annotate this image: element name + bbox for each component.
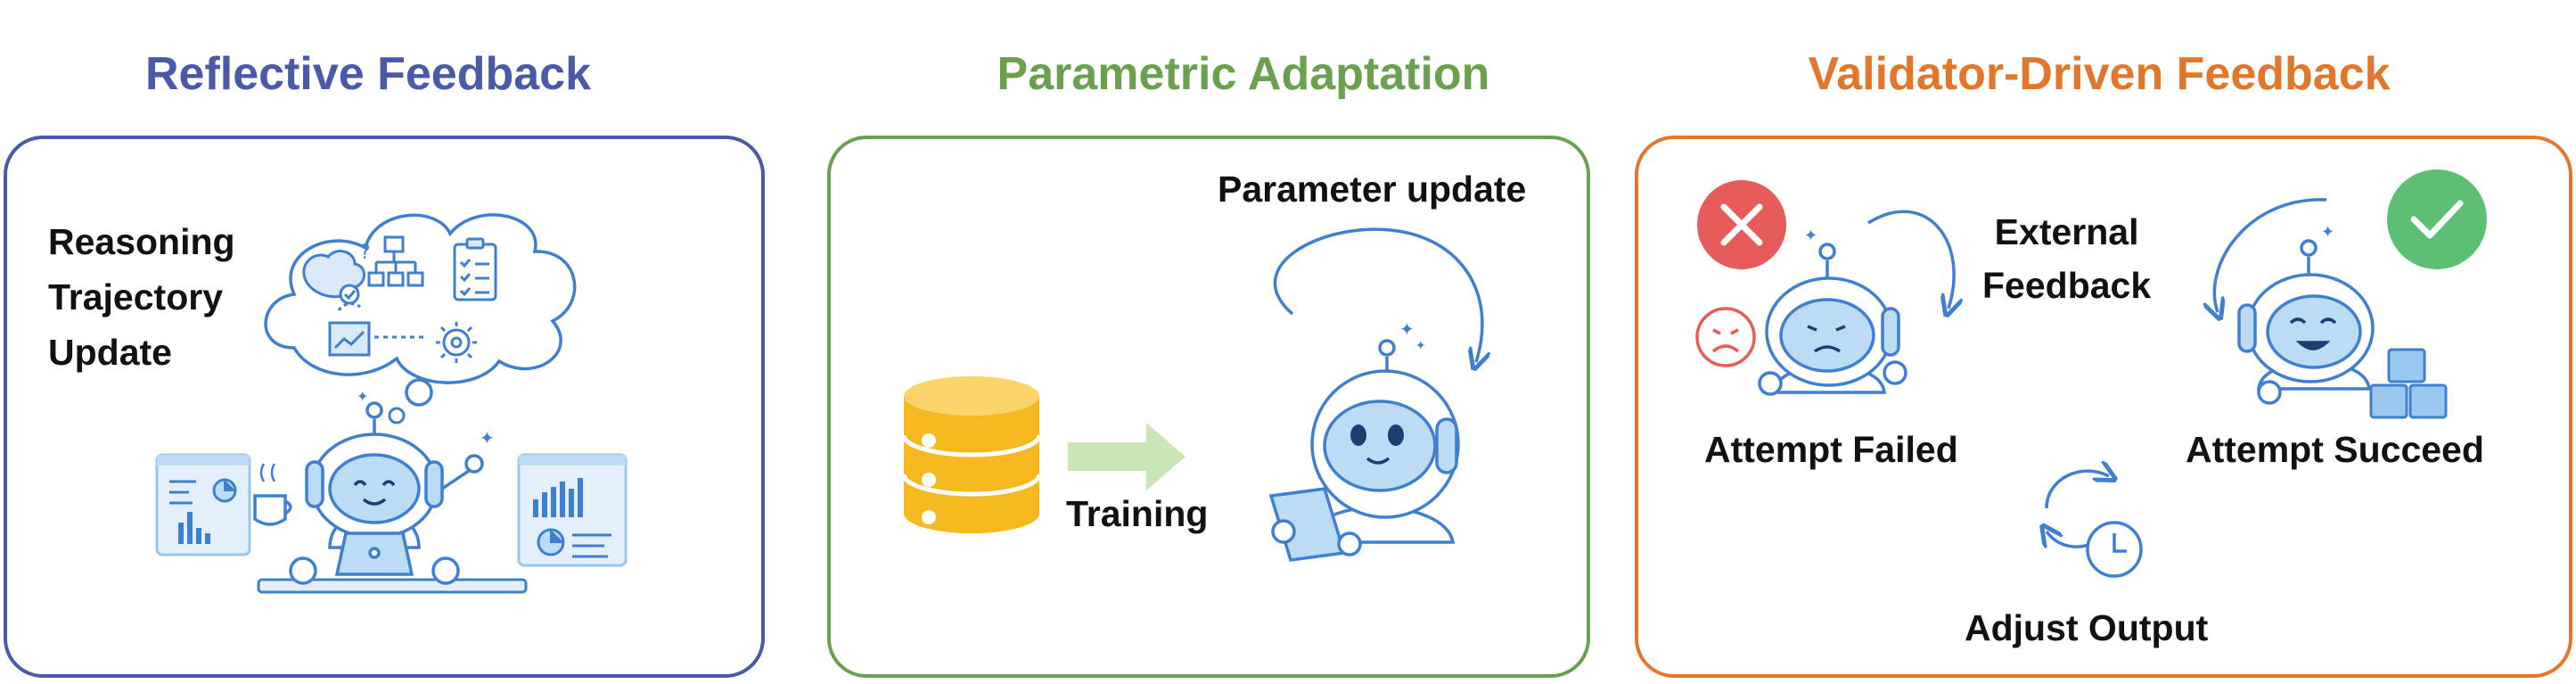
svg-text:✦: ✦ [480, 429, 495, 449]
label-line: Reasoning [48, 221, 235, 262]
robot-icon: ✦ ✦ [1307, 320, 1460, 544]
refresh-clock-icon [2047, 471, 2143, 578]
hierarchy-icon [367, 235, 424, 287]
thought-cloud-icon [264, 213, 577, 424]
svg-text:✦: ✦ [357, 390, 368, 405]
desk [257, 578, 528, 594]
checklist-icon [453, 237, 497, 301]
attempt-failed-label: Attempt Failed [1704, 429, 1958, 470]
sad-face-icon [1695, 307, 1756, 367]
cross-icon [1697, 180, 1786, 269]
cubes-icon [2369, 348, 2448, 419]
adjust-output-label: Adjust Output [1965, 607, 2209, 648]
svg-text:✦: ✦ [1399, 320, 1415, 340]
dashboard-icon [155, 453, 251, 556]
label-line: Trajectory [48, 276, 223, 317]
check-icon [2387, 169, 2487, 269]
parameter-update-label: Parameter update [1218, 169, 1527, 210]
tablet-icon [1268, 487, 1362, 562]
label-line: Update [48, 332, 172, 373]
arrow-right-icon [1068, 423, 1185, 490]
label-line: Feedback [1982, 265, 2152, 306]
attempt-succeed-label: Attempt Succeed [2186, 429, 2484, 470]
chart-icon [328, 302, 428, 357]
svg-text:✦: ✦ [1415, 338, 1426, 352]
svg-text:✦: ✦ [1804, 227, 1817, 244]
cycle-arrow-icon [1273, 227, 1481, 362]
brain-icon: ? [302, 242, 371, 305]
label-line: External [1994, 211, 2139, 252]
reasoning-trajectory-label: Reasoning Trajectory Update [48, 214, 235, 380]
svg-text:✦: ✦ [2321, 223, 2334, 241]
training-label: Training [1066, 493, 1209, 534]
dashboard-icon [517, 453, 628, 567]
parametric-title: Parametric Adaptation [997, 48, 1490, 100]
validator-title: Validator-Driven Feedback [1808, 48, 2391, 100]
database-icon [901, 376, 1042, 533]
failed-arrow [1867, 210, 1954, 309]
robot-icon: ✦ ✦ [289, 390, 495, 585]
robot-icon: ✦ [2237, 223, 2375, 405]
external-feedback-label: External Feedback [1982, 205, 2151, 312]
laptop-icon [334, 532, 414, 576]
reflective-title: Reflective Feedback [144, 48, 592, 100]
robot-icon: ✦ [1758, 227, 1907, 396]
success-arrow [2214, 198, 2327, 312]
svg-text:?: ? [360, 242, 371, 264]
coffee-cup-icon [253, 463, 292, 526]
gear-icon [436, 322, 477, 363]
